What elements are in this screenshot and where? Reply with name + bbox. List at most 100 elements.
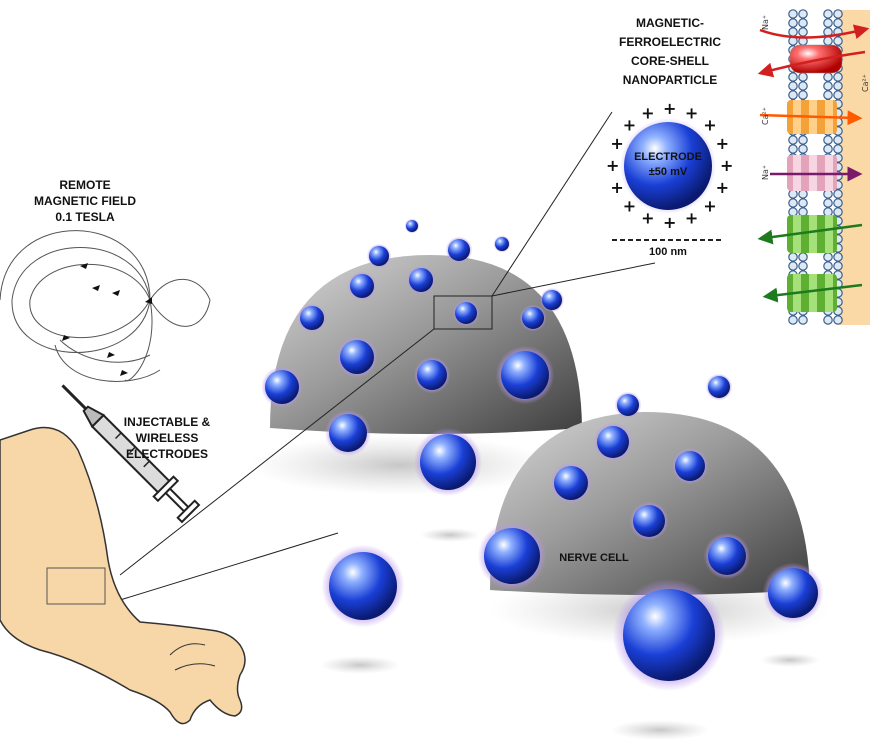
lipid-head: [834, 73, 842, 81]
lipid-head: [834, 37, 842, 45]
lipid-head: [789, 262, 797, 270]
lipid-head: [799, 19, 807, 27]
lipid-head: [824, 262, 832, 270]
nanoparticle: [417, 360, 447, 390]
lipid-head: [789, 316, 797, 324]
lipid-head: [834, 91, 842, 99]
lipid-head: [799, 316, 807, 324]
lipid-head: [824, 10, 832, 18]
electrode-line-1: ELECTRODE: [622, 150, 714, 165]
nanoparticle: [340, 340, 374, 374]
plus-charge-icon: +: [720, 156, 733, 175]
remote-field-line-3: 0.1 TESLA: [30, 209, 140, 225]
nanoparticle: [406, 220, 418, 232]
nanoparticle: [409, 268, 433, 292]
lipid-head: [824, 199, 832, 207]
lipid-head: [834, 253, 842, 261]
nanoparticle: [597, 426, 629, 458]
scale-label: 100 nm: [630, 244, 706, 260]
nanoparticle-line-4: NANOPARTICLE: [605, 71, 735, 90]
ion-label-na-top: Na⁺: [761, 15, 770, 30]
nanoparticle: [708, 537, 746, 575]
arm-icon: [0, 428, 245, 724]
plus-charge-icon: +: [703, 196, 716, 215]
nanoparticle-line-1: MAGNETIC-: [605, 14, 735, 33]
lipid-head: [789, 10, 797, 18]
nanoparticle: [522, 307, 544, 329]
lipid-head: [824, 37, 832, 45]
lipid-head: [834, 136, 842, 144]
nanoparticle: [455, 302, 477, 324]
ion-channel-icon: Na⁺ Ca²⁺ Ca²⁺ Na⁺: [760, 10, 870, 325]
nanoparticle: [369, 246, 389, 266]
lipid-head: [824, 91, 832, 99]
plus-charge-icon: +: [606, 156, 619, 175]
nanoparticle-line-3: CORE-SHELL: [605, 52, 735, 71]
lipid-head: [834, 262, 842, 270]
nanoparticle: [554, 466, 588, 500]
nanoparticle: [495, 237, 509, 251]
lipid-head: [824, 253, 832, 261]
lipid-head: [789, 19, 797, 27]
lipid-head: [799, 136, 807, 144]
lipid-head: [834, 190, 842, 198]
plus-charge-icon: +: [685, 209, 698, 228]
lipid-head: [834, 316, 842, 324]
lipid-head: [799, 73, 807, 81]
nanoparticle: [484, 528, 540, 584]
lipid-head: [789, 73, 797, 81]
remote-field-line-1: REMOTE: [30, 177, 140, 193]
remote-field-label: REMOTE MAGNETIC FIELD 0.1 TESLA: [30, 177, 140, 225]
plus-charge-icon: +: [663, 99, 676, 118]
nanoparticle: [768, 568, 818, 618]
plus-charge-icon: +: [703, 116, 716, 135]
injectable-line-1: INJECTABLE &: [112, 414, 222, 430]
lipid-head: [824, 145, 832, 153]
lipid-head: [799, 190, 807, 198]
nanoparticle: [420, 434, 476, 490]
plus-charge-icon: +: [685, 103, 698, 122]
lipid-head: [824, 82, 832, 90]
lipid-head: [789, 253, 797, 261]
lipid-head: [799, 28, 807, 36]
lipid-head: [834, 10, 842, 18]
lipid-head: [789, 28, 797, 36]
lipid-head: [789, 208, 797, 216]
lipid-head: [824, 316, 832, 324]
nanoparticle: [675, 451, 705, 481]
remote-field-line-2: MAGNETIC FIELD: [30, 193, 140, 209]
nanoparticle-label: MAGNETIC- FERROELECTRIC CORE-SHELL NANOP…: [605, 14, 735, 90]
plus-charge-icon: +: [641, 103, 654, 122]
lipid-head: [789, 91, 797, 99]
injectable-line-2: WIRELESS: [112, 430, 222, 446]
lipid-head: [799, 145, 807, 153]
plus-charge-icon: +: [716, 178, 729, 197]
nanoparticle: [300, 306, 324, 330]
lipid-head: [789, 136, 797, 144]
nanoparticle: [448, 239, 470, 261]
plus-charge-icon: +: [663, 213, 676, 232]
lipid-head: [789, 199, 797, 207]
ion-label-ca: Ca²⁺: [761, 107, 770, 125]
nanoparticle: [265, 370, 299, 404]
lipid-head: [834, 208, 842, 216]
nanoparticle: [329, 552, 397, 620]
lipid-head: [824, 208, 832, 216]
lipid-head: [789, 190, 797, 198]
plus-charge-icon: +: [623, 196, 636, 215]
lipid-head: [824, 136, 832, 144]
lipid-head: [799, 262, 807, 270]
lipid-head: [834, 82, 842, 90]
plus-charge-icon: +: [610, 178, 623, 197]
nanoparticle: [708, 376, 730, 398]
nanoparticle: [501, 351, 549, 399]
lipid-head: [824, 73, 832, 81]
electrode-line-2: ±50 mV: [622, 165, 714, 180]
plus-charge-icon: +: [716, 134, 729, 153]
injectable-label: INJECTABLE & WIRELESS ELECTRODES: [112, 414, 222, 462]
electrode-label: ELECTRODE ±50 mV: [622, 150, 714, 180]
lipid-head: [834, 199, 842, 207]
plus-charge-icon: +: [641, 209, 654, 228]
lipid-head: [789, 82, 797, 90]
